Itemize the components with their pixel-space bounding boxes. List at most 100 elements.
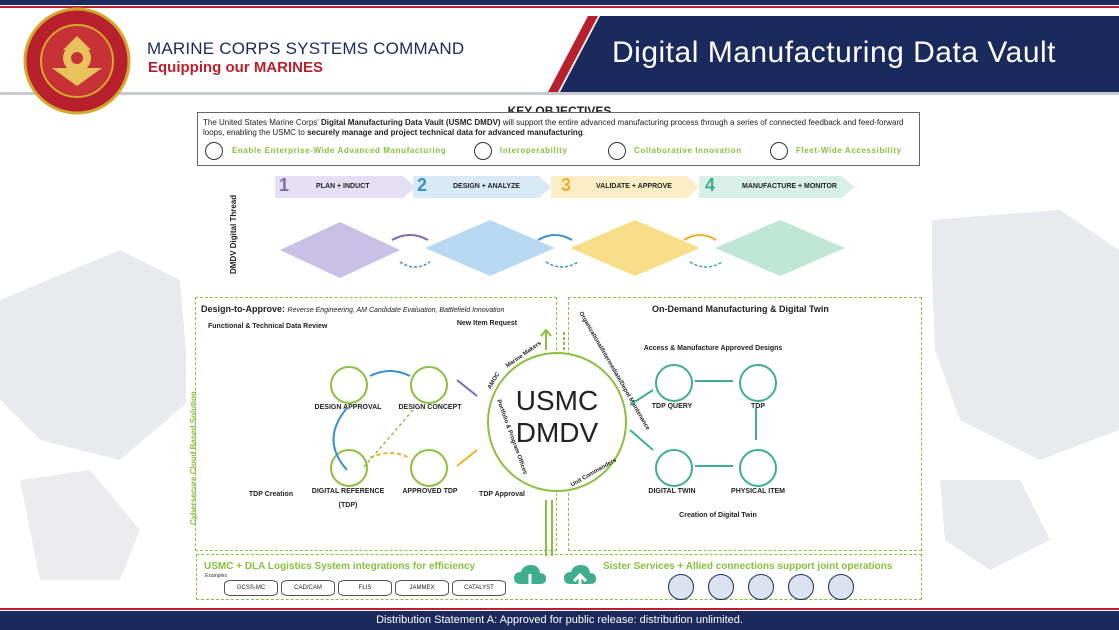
system-cad-cam: CAD/CAM xyxy=(281,580,335,596)
org-tagline: Equipping our MARINES xyxy=(148,59,323,76)
tdp-label: TDP xyxy=(751,403,765,410)
header-top-bar xyxy=(0,0,1119,5)
objective-item: Enable Enterprise-Wide Advanced Manufact… xyxy=(232,146,447,155)
digital-thread-platforms xyxy=(280,220,845,278)
digital-twin-label: DIGITAL TWIN xyxy=(648,488,696,495)
world-map-background xyxy=(0,210,1119,580)
footer-red-line xyxy=(0,608,1119,610)
cloud-upload-icon xyxy=(564,565,596,592)
header-bottom-rule xyxy=(0,92,1119,95)
arrow-up xyxy=(540,328,552,350)
thread-step-1-number: 1 xyxy=(279,175,290,195)
digital-reference-label: DIGITAL REFERENCE xyxy=(311,488,385,495)
arrow-approval-reference xyxy=(332,407,348,471)
arrow-diagonal xyxy=(362,409,414,469)
design-loop-arrows xyxy=(332,370,478,471)
logistics-title: USMC + DLA Logistics System integrations… xyxy=(204,561,476,572)
army-seal-icon xyxy=(668,574,694,600)
distribution-statement: Distribution Statement A: Approved for p… xyxy=(0,611,1119,630)
feedback-arrow xyxy=(545,261,579,268)
system-jammex: JAMMEX xyxy=(395,580,449,596)
usmc-seal-logo xyxy=(23,7,131,115)
arrow-2-3 xyxy=(537,234,573,241)
thread-step-4-number: 4 xyxy=(705,175,716,195)
thread-step-1-bar xyxy=(275,176,415,198)
header-red-line xyxy=(0,6,1119,8)
tdp-approval-label: TDP Approval xyxy=(479,491,525,498)
server-icon xyxy=(474,142,492,160)
arrow-concept-center xyxy=(456,379,478,397)
objectives-text-part: The United States Marine Corps' xyxy=(203,118,322,127)
cloud-download-icon xyxy=(514,565,546,594)
feedback-arrow xyxy=(399,261,431,268)
thread-step-1-label: PLAN + INDUCT xyxy=(316,183,370,190)
platform-manufacture xyxy=(715,220,845,276)
arrow-twin-center xyxy=(629,429,654,451)
feedback-arrow xyxy=(689,261,723,268)
design-subtitle: Reverse Engineering, AM Candidate Evalua… xyxy=(287,307,505,314)
objective-item: Collaborative Innovation xyxy=(634,146,742,155)
org-name: MARINE CORPS SYSTEMS COMMAND xyxy=(147,39,465,58)
hub-title-line1: USMC xyxy=(515,385,599,416)
design-approval-label: DESIGN APPROVAL xyxy=(314,404,382,411)
objective-item: Interoperability xyxy=(500,146,568,155)
objective-item: Fleet-Wide Accessibility xyxy=(796,146,902,155)
hub-title-line2: DMDV xyxy=(515,417,599,448)
cybersecure-label: Cybersecure Cloud Based Solution xyxy=(189,391,198,525)
system-gcss-mc: GCSS-MC xyxy=(224,580,278,596)
navy-seal-icon xyxy=(708,574,734,600)
arrow-1-2 xyxy=(391,234,429,241)
objectives-text-bold: Digital Manufacturing Data Vault (USMC D… xyxy=(321,118,501,127)
arrow-reference-approved xyxy=(369,452,411,459)
digital-thread-label-text: DMDV Digital Thread xyxy=(229,195,238,274)
tdp-node xyxy=(739,364,777,402)
header-title-panel xyxy=(560,16,1119,92)
tdp-query-label: TDP QUERY xyxy=(651,403,693,410)
tdp-query-node xyxy=(655,364,693,402)
system-catalyst: CATALYST xyxy=(452,580,506,596)
key-objectives-box xyxy=(197,112,920,166)
page-title: Digital Manufacturing Data Vault xyxy=(612,36,1056,69)
platform-validate xyxy=(570,220,700,276)
arrow-3-4 xyxy=(683,234,717,241)
arrow-concept-approval xyxy=(369,370,411,377)
integrations-box xyxy=(196,554,922,600)
thread-step-2-bar xyxy=(413,176,551,198)
globe-icon xyxy=(205,142,223,160)
coast-guard-seal-icon xyxy=(748,574,774,600)
arrow-approved-center xyxy=(456,449,478,467)
design-title: Design-to-Approve: xyxy=(201,304,285,314)
system-flis: FLIS xyxy=(338,580,392,596)
cybersecure-label-text: Cybersecure Cloud Based Solution xyxy=(189,391,198,525)
design-concept-label: DESIGN CONCEPT xyxy=(398,404,462,411)
platform-design xyxy=(425,220,555,276)
accessibility-icon xyxy=(770,142,788,160)
examples-label: Examples xyxy=(205,573,227,579)
access-label: Access & Manufacture Approved Designs xyxy=(643,345,783,352)
objectives-text-part: will support the entire advanced manufac… xyxy=(203,118,904,137)
tdp-creation-label: TDP Creation xyxy=(248,491,294,498)
physical-item-label: PHYSICAL ITEM xyxy=(731,488,785,495)
creation-label: Creation of Digital Twin xyxy=(679,512,757,519)
on-demand-title: On-Demand Manufacturing & Digital Twin xyxy=(652,304,829,314)
physical-item-node xyxy=(739,449,777,487)
design-approval-node xyxy=(330,366,368,404)
objectives-text-bold: securely manage and project technical da… xyxy=(307,128,583,137)
objectives-text-part: . xyxy=(582,128,585,137)
usmc-dmdv-hub xyxy=(487,352,627,492)
design-concept-node xyxy=(410,366,448,404)
functional-review-label: Functional & Technical Data Review xyxy=(208,323,328,330)
approved-tdp-label: APPROVED TDP xyxy=(402,488,458,495)
thread-step-2-label: DESIGN + ANALYZE xyxy=(453,183,520,190)
thread-step-4-label: MANUFACTURE + MONITOR xyxy=(742,183,837,190)
thread-step-3-bar xyxy=(551,176,699,198)
arrow-center-query xyxy=(629,389,654,406)
on-demand-arrows xyxy=(629,380,757,467)
design-section-title: Design-to-Approve: Reverse Engineering, … xyxy=(201,304,504,314)
new-item-label: New Item Request xyxy=(456,320,518,327)
sister-services-title: Sister Services + Allied connections sup… xyxy=(603,561,893,572)
digital-twin-node xyxy=(655,449,693,487)
key-objectives-text: The United States Marine Corps' Digital … xyxy=(203,118,913,138)
hub-vertical-arrows xyxy=(540,328,565,556)
